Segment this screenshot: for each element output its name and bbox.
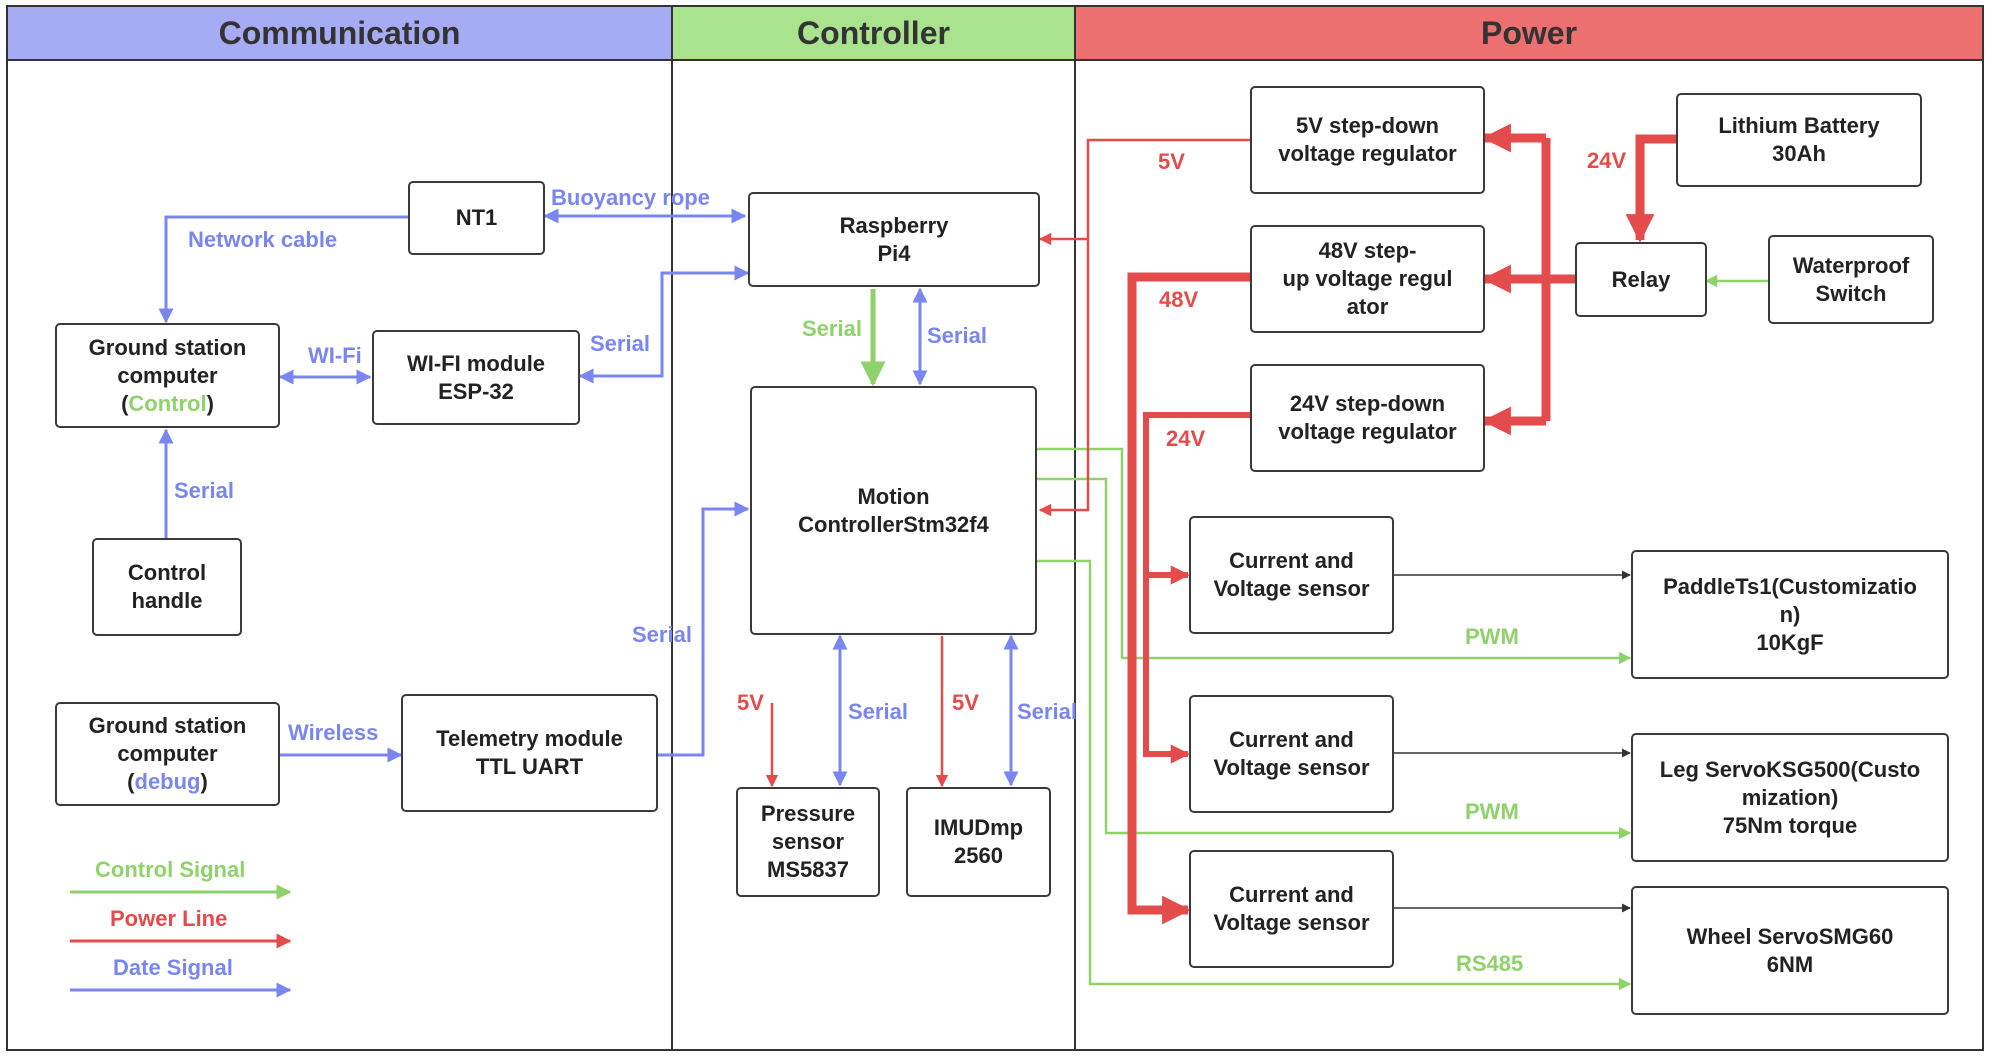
debug-word: debug xyxy=(134,769,201,794)
regulator-5v-box: 5V step-down voltage regulator xyxy=(1250,86,1485,194)
ground-station-debug-label: Ground station computer xyxy=(88,713,247,766)
v24-battery-label: 24V xyxy=(1587,148,1627,173)
serial-pressure-label: Serial xyxy=(848,699,908,724)
pwm-leg-label: PWM xyxy=(1465,799,1519,824)
paren-close: ) xyxy=(200,769,208,794)
sensor-3-label: Current and Voltage sensor xyxy=(1213,882,1370,935)
network-cable-label: Network cable xyxy=(188,227,338,252)
leg-servo-box: Leg ServoKSG500(Custo mization) 75Nm tor… xyxy=(1631,733,1949,862)
regulator-24v-box: 24V step-down voltage regulator xyxy=(1250,364,1485,472)
legend-power-line: Power Line xyxy=(110,906,228,931)
raspberry-pi-box: Raspberry Pi4 xyxy=(748,192,1040,287)
control-word: Control xyxy=(128,390,207,416)
wheel-servo-label: Wheel ServoSMG60 6NM xyxy=(1686,923,1894,977)
lithium-battery-label: Lithium Battery 30Ah xyxy=(1718,113,1880,166)
regulator-5v-label: 5V step-down voltage regulator xyxy=(1278,113,1457,166)
regulator-24v-label: 24V step-down voltage regulator xyxy=(1278,391,1457,444)
lithium-battery-box: Lithium Battery 30Ah xyxy=(1676,93,1922,187)
serial-blue-label: Serial xyxy=(927,323,987,348)
motion-controller-label: Motion ControllerStm32f4 xyxy=(798,483,989,537)
ground-station-control-label: Ground station computer xyxy=(88,334,247,388)
imu-box: IMUDmp 2560 xyxy=(906,787,1051,897)
relay-label: Relay xyxy=(1611,266,1671,292)
imu-label: IMUDmp 2560 xyxy=(933,815,1024,868)
v24-regulator-label: 24V xyxy=(1166,426,1206,451)
legend-date-signal: Date Signal xyxy=(113,955,233,980)
pressure-sensor-label: Pressure sensor MS5837 xyxy=(760,801,856,882)
current-voltage-sensor-3: Current and Voltage sensor xyxy=(1189,850,1394,968)
sensor-2-label: Current and Voltage sensor xyxy=(1213,727,1370,780)
communication-header: Communication xyxy=(7,6,672,60)
legend-control-signal: Control Signal xyxy=(95,857,246,882)
leg-servo-label: Leg ServoKSG500(Custo mization) 75Nm tor… xyxy=(1659,756,1921,838)
buoyancy-rope-label: Buoyancy rope xyxy=(551,185,710,210)
serial-green-label: Serial xyxy=(802,316,862,341)
relay-box: Relay xyxy=(1575,242,1707,317)
rs485-label: RS485 xyxy=(1456,951,1524,976)
ground-station-control-box: Ground station computer (Control) xyxy=(55,323,280,428)
serial-imu-label: Serial xyxy=(1017,699,1077,724)
current-voltage-sensor-2: Current and Voltage sensor xyxy=(1189,695,1394,813)
control-handle-box: Control handle xyxy=(92,538,242,636)
serial-esp-label: Serial xyxy=(590,331,650,356)
regulator-48v-box: 48V step- up voltage regul ator xyxy=(1250,225,1485,333)
waterproof-switch-box: Waterproof Switch xyxy=(1768,235,1934,324)
paren-open: ( xyxy=(127,769,135,794)
control-handle-label: Control handle xyxy=(127,560,207,613)
power-header: Power xyxy=(1075,6,1983,60)
controller-header: Controller xyxy=(672,6,1075,60)
ground-station-debug-box: Ground station computer (debug) xyxy=(55,702,280,806)
raspberry-pi-label: Raspberry Pi4 xyxy=(839,212,949,266)
wifi-module-box: WI-FI module ESP-32 xyxy=(372,330,580,425)
nt1-label: NT1 xyxy=(455,205,498,230)
wifi-module-label: WI-FI module ESP-32 xyxy=(406,350,546,404)
telemetry-module-box: Telemetry module TTL UART xyxy=(401,694,658,812)
sensor-1-label: Current and Voltage sensor xyxy=(1213,548,1370,601)
paren-open: ( xyxy=(121,390,129,416)
wheel-servo-box: Wheel ServoSMG60 6NM xyxy=(1631,886,1949,1015)
v5-imu-label: 5V xyxy=(952,690,979,715)
serial-handle-label: Serial xyxy=(174,478,234,503)
pressure-sensor-box: Pressure sensor MS5837 xyxy=(736,787,880,897)
telemetry-module-label: Telemetry module TTL UART xyxy=(436,726,623,779)
waterproof-switch-label: Waterproof Switch xyxy=(1792,252,1910,306)
nt1-box: NT1 xyxy=(408,181,545,255)
regulator-48v-label: 48V step- up voltage regul ator xyxy=(1282,238,1453,319)
v5-pressure-label: 5V xyxy=(737,690,764,715)
paddle-label: PaddleTs1(Customizatio n) 10KgF xyxy=(1663,573,1917,655)
wireless-label: Wireless xyxy=(288,720,379,745)
wifi-label: WI-Fi xyxy=(308,343,362,368)
current-voltage-sensor-1: Current and Voltage sensor xyxy=(1189,516,1394,634)
paddle-box: PaddleTs1(Customizatio n) 10KgF xyxy=(1631,550,1949,679)
pwm-paddle-label: PWM xyxy=(1465,624,1519,649)
paren-close: ) xyxy=(206,390,214,416)
v48-regulator-label: 48V xyxy=(1159,287,1199,312)
v5-regulator-label: 5V xyxy=(1158,149,1185,174)
motion-controller-box: Motion ControllerStm32f4 xyxy=(750,386,1037,635)
serial-telemetry-label: Serial xyxy=(632,622,692,647)
